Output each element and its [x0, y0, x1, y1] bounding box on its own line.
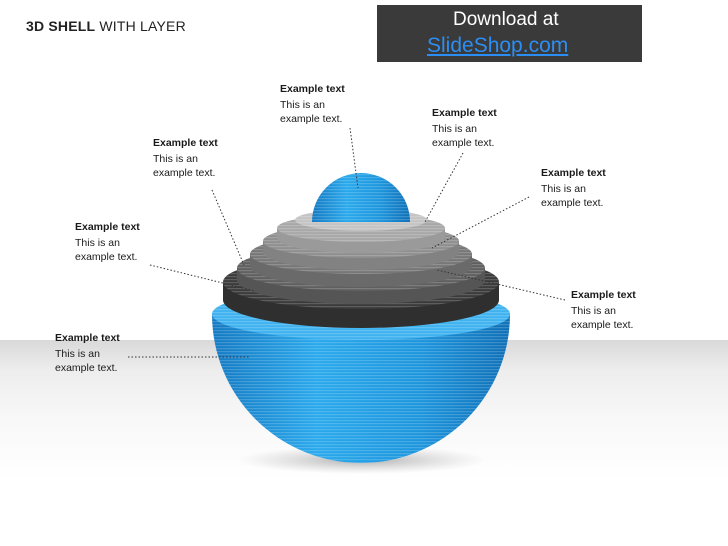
title-bold: 3D SHELL: [26, 18, 96, 34]
slide-title: 3D SHELL WITH LAYER: [26, 18, 186, 34]
callout-top-right: Example text This is an example text.: [432, 106, 514, 151]
callout-lower-right: Example text This is an example text.: [571, 288, 653, 333]
callout-heading: Example text: [55, 332, 120, 344]
banner-link[interactable]: SlideShop.com: [427, 34, 569, 57]
callout-right: Example text This is an example text.: [541, 166, 623, 211]
callout-heading: Example text: [153, 137, 218, 149]
title-rest: WITH LAYER: [95, 18, 186, 34]
callout-body: This is an example text.: [280, 98, 343, 126]
callout-body: This is an example text.: [571, 304, 634, 332]
leader-lines: [128, 127, 566, 358]
leader-upper-left: [211, 189, 245, 266]
callout-body: This is an example text.: [541, 182, 604, 210]
download-banner[interactable]: Download at SlideShop.com: [377, 5, 642, 62]
callout-heading: Example text: [541, 167, 606, 179]
callout-heading: Example text: [432, 107, 497, 119]
leader-left: [149, 264, 256, 292]
callout-bottom-left: Example text This is an example text.: [55, 331, 137, 376]
leader-core: [349, 127, 359, 189]
leader-top-right: [424, 152, 464, 223]
callout-body: This is an example text.: [153, 152, 216, 180]
banner-line1: Download at: [453, 9, 559, 30]
leader-lower-right: [436, 269, 566, 301]
callout-body: This is an example text.: [432, 122, 495, 150]
callout-heading: Example text: [75, 221, 140, 233]
callout-body: This is an example text.: [75, 236, 138, 264]
callout-upper-left: Example text This is an example text.: [153, 136, 235, 181]
callout-left: Example text This is an example text.: [75, 220, 157, 265]
callout-heading: Example text: [280, 83, 345, 95]
leader-right: [431, 196, 530, 249]
callout-core: Example text This is an example text.: [280, 82, 362, 127]
callout-body: This is an example text.: [55, 347, 118, 375]
outer-shell-stripes: [212, 314, 510, 463]
callout-heading: Example text: [571, 289, 636, 301]
